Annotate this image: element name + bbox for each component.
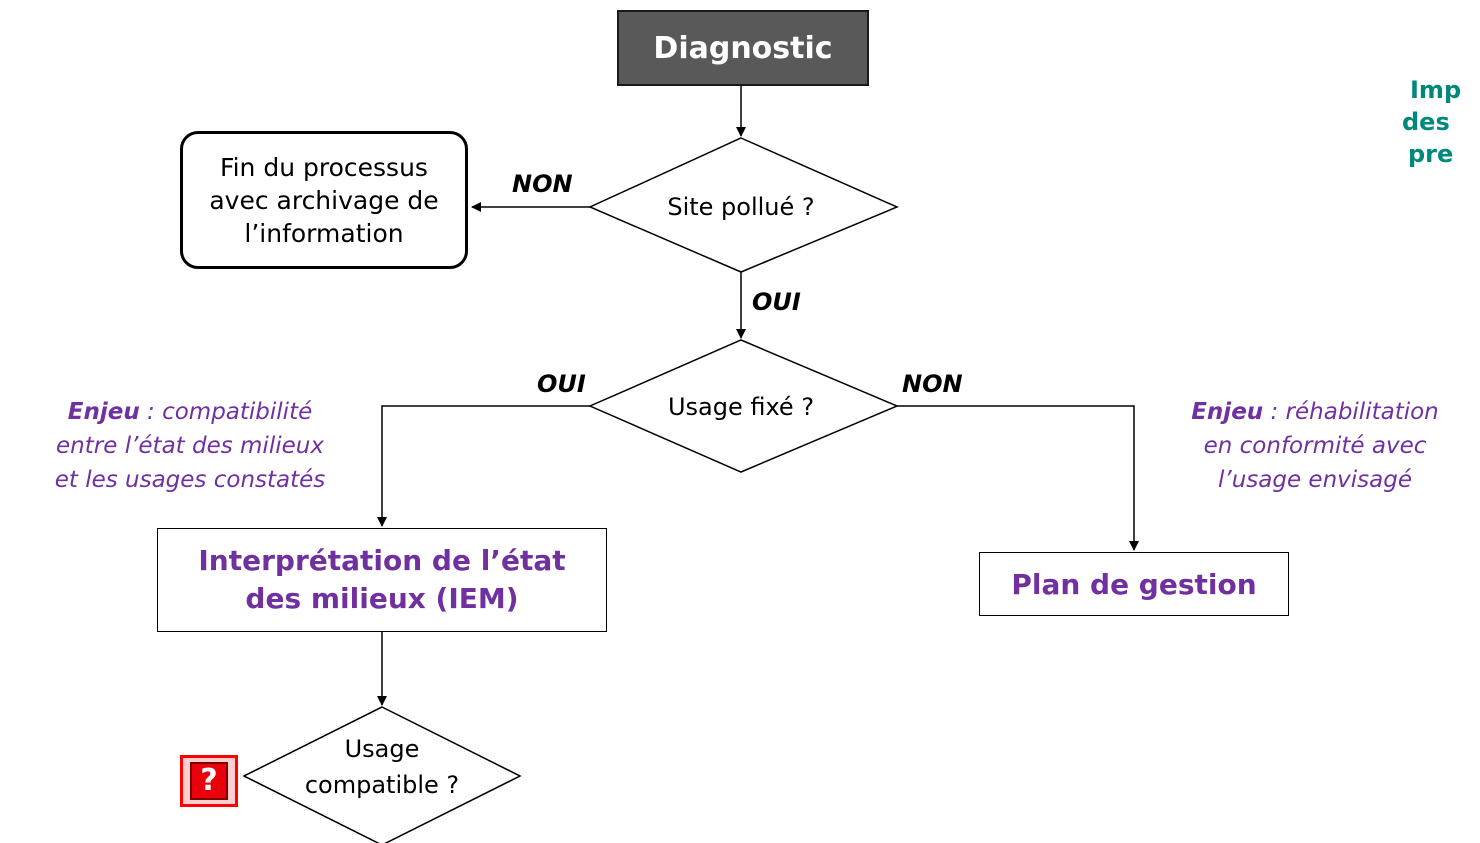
branch-usage-oui: OUI [537,370,586,398]
decision-usage-label: Usage fixé ? [667,393,815,421]
enjeu-left-keyword: Enjeu [67,399,140,425]
question-mark-icon: ? [190,762,228,800]
side-note-line-1: Imp [1410,76,1462,104]
branch-usage-non: NON [902,370,963,398]
iem-box: Interprétation de l’état des milieux (IE… [157,528,607,632]
enjeu-right-line-1: : réhabilitation [1263,399,1439,425]
enjeu-right-note: Enjeu : réhabilitation en conformité ave… [1150,395,1480,497]
enjeu-right-keyword: Enjeu [1191,399,1264,425]
decision-diamond-compatible [242,706,522,843]
decision-compatible-line-2: compatible ? [304,771,460,799]
enjeu-left-line-1: : compatibilité [139,399,313,425]
arrow-usage-non-to-plan [897,405,1139,551]
diagnostic-label: Diagnostic [653,30,833,66]
diagnostic-box: Diagnostic [617,10,869,86]
decision-compatible-line-1: Usage [344,735,420,763]
arrow-usage-oui-to-iem [377,405,590,527]
decision-diamond-usage [588,339,899,473]
end-line-2: avec archivage de [209,185,439,215]
iem-line-2: des milieux (IEM) [245,582,519,615]
question-mark-button[interactable]: ? [180,755,238,807]
end-process-box: Fin du processus avec archivage de l’inf… [180,131,468,269]
enjeu-left-line-3: et les usages constatés [54,467,326,493]
side-note-line-3: pre [1408,140,1454,168]
enjeu-left-note: Enjeu : compatibilité entre l’état des m… [10,395,370,497]
side-note-line-2: des [1402,108,1450,136]
branch-site-oui: OUI [752,288,801,316]
decision-compatible-label: Usage compatible ? [270,730,494,804]
side-note-clipped: Imp des pre [1402,74,1480,170]
enjeu-left-line-2: entre l’état des milieux [56,433,324,459]
end-line-1: Fin du processus [220,152,428,182]
iem-line-1: Interprétation de l’état [198,544,566,577]
branch-site-non: NON [512,170,573,198]
plan-de-gestion-box: Plan de gestion [979,552,1289,616]
enjeu-right-line-3: l’usage envisagé [1218,467,1412,493]
decision-site-label: Site pollué ? [667,193,815,221]
plan-de-gestion-label: Plan de gestion [1011,567,1257,601]
enjeu-right-line-2: en conformité avec [1203,433,1427,459]
end-line-3: l’information [244,218,404,248]
decision-diamond-site [588,137,899,273]
